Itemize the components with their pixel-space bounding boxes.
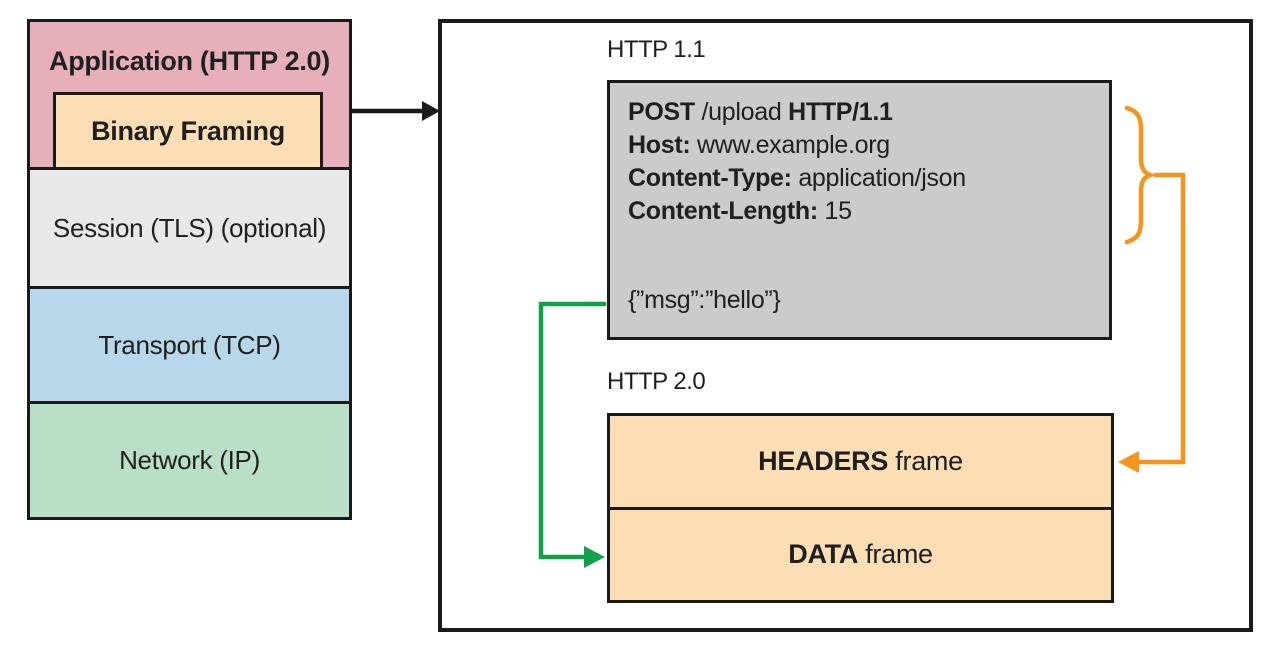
network-layer: Network (IP) bbox=[27, 401, 352, 520]
content-length-value: 15 bbox=[817, 197, 853, 225]
session-layer: Session (TLS) (optional) bbox=[27, 167, 352, 289]
request-path: /upload bbox=[694, 98, 789, 126]
data-frame-label: DATA frame bbox=[788, 539, 933, 570]
content-length-line: Content-Length: 15 bbox=[628, 195, 1099, 228]
content-type-line: Content-Type: application/json bbox=[628, 162, 1099, 195]
data-frame-row: DATA frame bbox=[610, 506, 1111, 601]
request-line: POST /upload HTTP/1.1 bbox=[628, 96, 1099, 129]
request-method: POST bbox=[628, 98, 695, 126]
stack-to-panel-arrow bbox=[352, 101, 440, 121]
application-layer-label: Application (HTTP 2.0) bbox=[49, 46, 330, 76]
content-length-label: Content-Length: bbox=[628, 197, 818, 225]
request-version: HTTP/1.1 bbox=[788, 98, 893, 126]
content-type-value: application/json bbox=[791, 164, 966, 192]
host-value: www.example.org bbox=[690, 131, 890, 159]
http20-section-label: HTTP 2.0 bbox=[607, 368, 706, 395]
session-layer-label: Session (TLS) (optional) bbox=[52, 212, 327, 243]
host-header-line: Host: www.example.org bbox=[628, 129, 1099, 162]
request-body: {”msg”:”hello”} bbox=[628, 286, 781, 314]
network-layer-label: Network (IP) bbox=[119, 445, 260, 475]
content-type-label: Content-Type: bbox=[628, 164, 792, 192]
headers-frame-row: HEADERS frame bbox=[610, 416, 1111, 507]
http11-request-box: POST /upload HTTP/1.1 Host: www.example.… bbox=[607, 80, 1112, 340]
data-frame-name: DATA bbox=[788, 539, 859, 570]
transport-layer-label: Transport (TCP) bbox=[98, 329, 281, 360]
http11-section-label: HTTP 1.1 bbox=[607, 36, 706, 63]
host-label: Host: bbox=[628, 131, 691, 159]
binary-framing-box: Binary Framing bbox=[53, 92, 323, 170]
binary-framing-label: Binary Framing bbox=[91, 115, 285, 146]
headers-frame-label: HEADERS frame bbox=[758, 446, 963, 477]
transport-layer: Transport (TCP) bbox=[27, 286, 352, 404]
data-frame-suffix: frame bbox=[858, 539, 933, 570]
headers-frame-name: HEADERS bbox=[758, 445, 889, 476]
http2-frames-box: HEADERS frame DATA frame bbox=[607, 413, 1114, 603]
headers-frame-suffix: frame bbox=[888, 445, 963, 476]
